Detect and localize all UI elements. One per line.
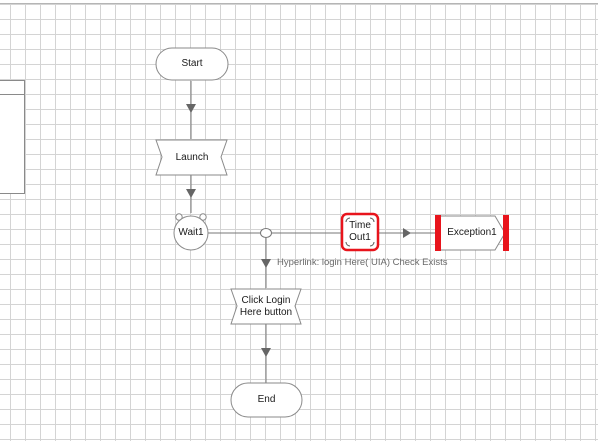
timeout-node-label: Time Out1 <box>349 220 371 243</box>
click-node[interactable] <box>230 288 302 325</box>
exception-node-label: Exception1 <box>447 227 497 238</box>
wait-ear-left-icon <box>175 213 183 221</box>
launch-node[interactable] <box>155 139 228 176</box>
junction-node[interactable] <box>260 228 272 238</box>
timeout-node[interactable] <box>340 212 380 252</box>
timeout-selection-frame <box>340 212 380 252</box>
timeout-corner-icon <box>369 217 375 223</box>
timeout-corner-icon <box>345 217 351 223</box>
exception-right-bar <box>503 215 509 251</box>
end-node-label: End <box>257 394 276 405</box>
launch-node-label: Launch <box>175 151 209 163</box>
wait-node[interactable] <box>173 213 209 251</box>
arrow-launch-wait <box>186 189 196 198</box>
end-node[interactable] <box>230 382 303 418</box>
exception-left-bar <box>435 215 441 251</box>
canvas-top-border <box>0 0 598 4</box>
timeout-corner-icon <box>345 241 351 247</box>
exception-node[interactable] <box>435 215 509 251</box>
side-panel-header-line <box>0 94 24 95</box>
connector-lines <box>190 81 436 383</box>
click-node-label: Click Login Here button <box>239 294 293 318</box>
wait-ear-right-icon <box>199 213 207 221</box>
start-node[interactable] <box>155 47 229 81</box>
side-panel-box[interactable] <box>0 80 25 194</box>
arrow-start-launch <box>186 104 196 113</box>
arrow-junction-click <box>261 259 271 268</box>
check-exists-edge-label: Hyperlink: login Here( UIA) Check Exists <box>277 257 448 268</box>
start-node-label: Start <box>181 58 203 69</box>
arrow-click-end <box>261 348 271 357</box>
wait-node-body <box>173 215 209 251</box>
wait-node-label: Wait1 <box>178 227 204 238</box>
arrowheads <box>186 104 411 357</box>
arrow-to-exception <box>403 228 411 238</box>
timeout-corner-icon <box>369 241 375 247</box>
